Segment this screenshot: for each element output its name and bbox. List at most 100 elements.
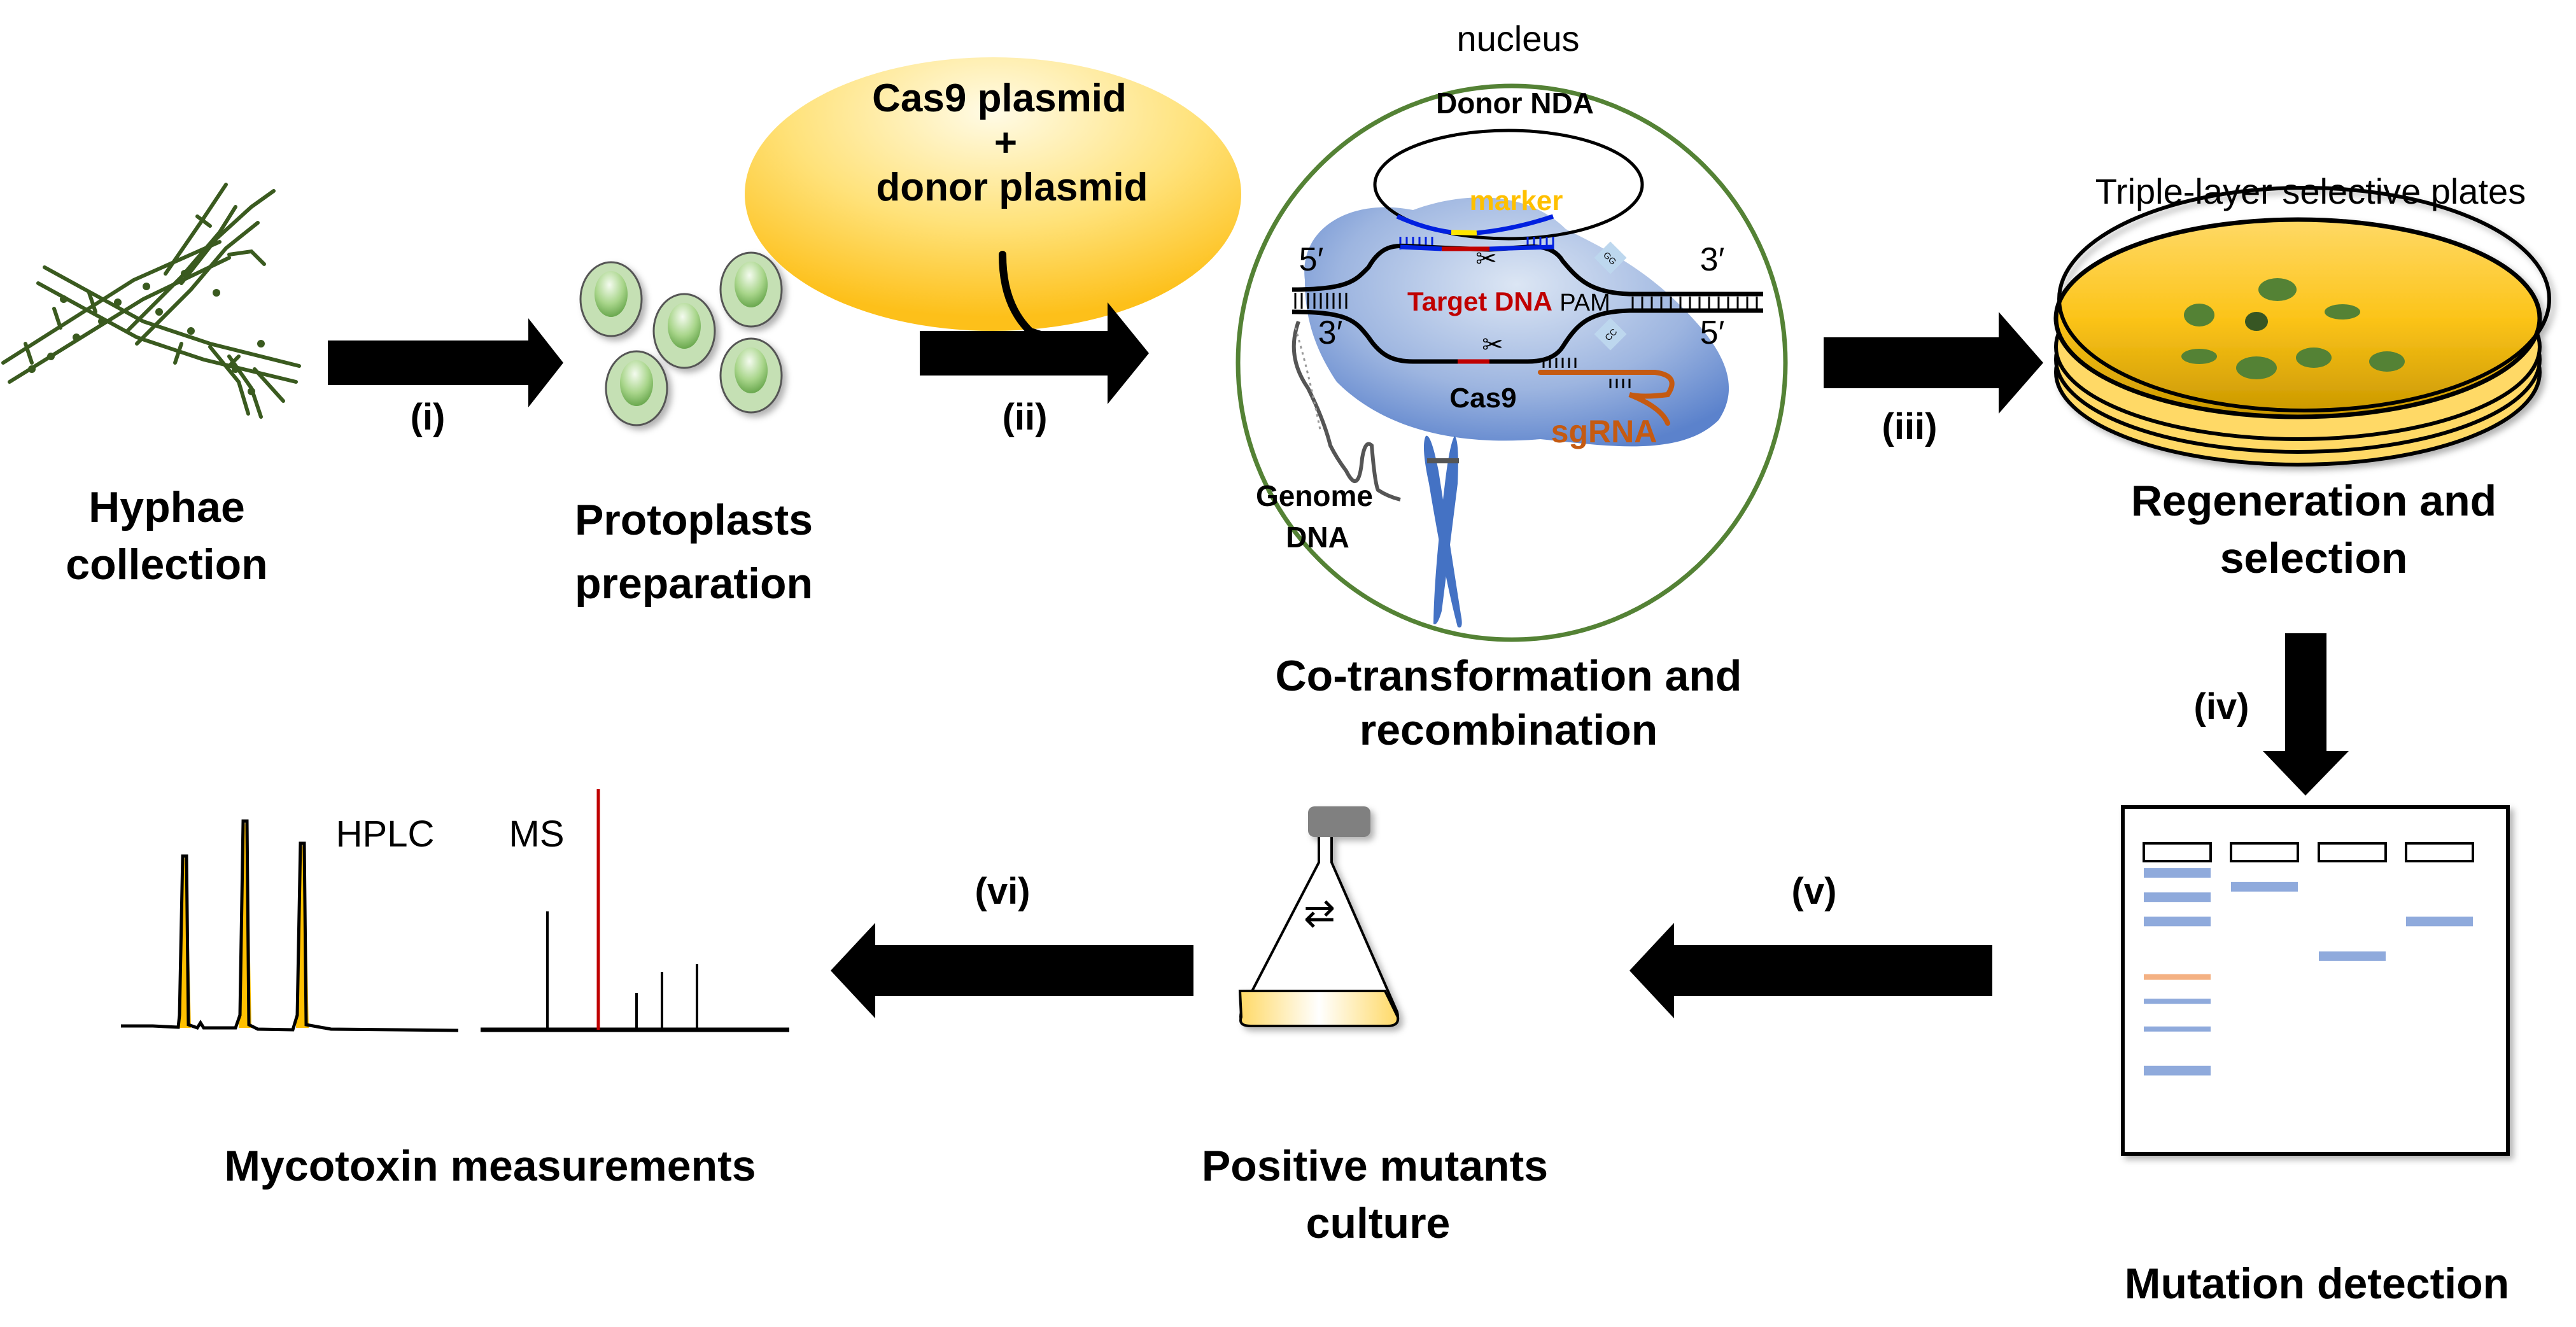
arrow-step-iii (1824, 312, 2043, 414)
protoplast-cell (605, 350, 668, 426)
stage-label-protoplasts-1: Protoplasts (575, 496, 813, 544)
chromosome (1423, 435, 1462, 628)
colony (2236, 356, 2277, 379)
gel-wells (2143, 842, 2474, 862)
stage-label-regeneration-1: Regeneration and (2131, 477, 2496, 525)
stage-label-hyphae-1: Hyphae (88, 483, 245, 531)
donor-plasmid-ring (1373, 129, 1644, 241)
stage-label-protoplasts-2: preparation (575, 559, 813, 608)
gel-electrophoresis (2121, 805, 2510, 1156)
gel-band (2319, 951, 2386, 961)
hplc-label: HPLC (336, 813, 435, 855)
plasmid-bubble: Cas9 plasmid + donor plasmid (745, 57, 1241, 331)
colony (2181, 349, 2217, 364)
arrow-step-vi (831, 923, 1193, 1018)
gel-band (2144, 974, 2211, 980)
donor-marker-segment (1451, 230, 1477, 235)
gel-band (2144, 868, 2211, 878)
colony (2258, 278, 2297, 301)
gel-band (2144, 999, 2211, 1004)
three-prime-bottom: 3′ (1318, 314, 1343, 351)
stage-label-culture-1: Positive mutants (1202, 1142, 1548, 1190)
three-prime-top: 3′ (1700, 241, 1725, 278)
gel-band (2406, 916, 2473, 927)
pam-label: PAM (1559, 290, 1610, 316)
colony (2245, 312, 2268, 331)
five-prime-top: 5′ (1299, 241, 1324, 278)
gel-band (2144, 1065, 2211, 1076)
colony (2296, 348, 2332, 368)
colony (2325, 304, 2360, 319)
gel-well (2405, 842, 2474, 862)
arrow-step-ii (920, 302, 1149, 404)
genome-dna-label-2: DNA (1286, 521, 1349, 554)
hplc-chromatogram (121, 819, 459, 1032)
marker-label: marker (1470, 185, 1563, 216)
sgrna-label: sgRNA (1551, 414, 1658, 449)
petri-plate (2053, 186, 2551, 467)
dna-base-pairs-left (1294, 293, 1348, 309)
plasmid-label-3: donor plasmid (876, 165, 1148, 209)
protoplasts-illustration (579, 251, 783, 426)
gel-bands (2144, 868, 2473, 1076)
ms-spectrum (481, 789, 789, 1032)
gel-band (2144, 916, 2211, 927)
hyphae-illustration (1, 183, 301, 419)
step-label-ii: (ii) (1003, 397, 1048, 438)
protoplast-cell (719, 337, 783, 414)
protoplast-cell (719, 251, 783, 328)
hyphae-nuclei (28, 248, 265, 395)
donor-dna-label: Donor NDA (1436, 87, 1594, 120)
step-label-i: (i) (411, 397, 446, 438)
ms-label: MS (509, 813, 565, 855)
arrow-step-v (1629, 923, 1992, 1018)
shaking-icon: ⇄ (1304, 891, 1335, 936)
sgrna-strand (1538, 370, 1675, 426)
gel-band (2144, 892, 2211, 902)
plate-title: Triple-layer selective plates (2095, 171, 2526, 211)
stage-label-regeneration-2: selection (2220, 534, 2408, 582)
stage-label-cotransformation-1: Co-transformation and (1276, 652, 1742, 700)
hplc-trace (121, 819, 459, 1032)
gel-band (2231, 881, 2298, 892)
stage-label-hyphae-2: collection (66, 540, 267, 589)
target-dna-label: Target DNA (1407, 286, 1552, 316)
five-prime-bottom: 5′ (1700, 314, 1725, 351)
colony (2369, 351, 2405, 372)
cas9-label: Cas9 (1449, 383, 1516, 414)
step-label-vi: (vi) (975, 871, 1031, 912)
stage-label-cotransformation-2: recombination (1360, 706, 1658, 754)
gel-well (2230, 842, 2299, 862)
gel-well (2318, 842, 2387, 862)
scissors-icon: ✂ (1482, 330, 1503, 360)
sgrna-base-pairs (1542, 358, 1631, 388)
stage-label-mutation: Mutation detection (2125, 1260, 2509, 1308)
gel-well (2143, 842, 2212, 862)
genome-dna-label-1: Genome (1256, 479, 1373, 512)
plasmid-label-1: Cas9 plasmid (872, 76, 1127, 120)
stage-label-mycotoxin: Mycotoxin measurements (224, 1142, 756, 1190)
fungal-colonies (2181, 278, 2405, 379)
arrow-step-iv (2263, 633, 2349, 796)
target-dna-top-homology (1400, 244, 1554, 251)
donor-homology-left (1396, 214, 1452, 235)
colony (2184, 304, 2214, 326)
stage-label-culture-2: culture (1306, 1199, 1451, 1247)
arrow-step-i (328, 318, 563, 407)
flask-cap (1308, 806, 1370, 837)
flask-culture (1238, 990, 1400, 1027)
step-label-iv: (iv) (2194, 686, 2249, 727)
step-label-v: (v) (1792, 871, 1837, 912)
step-label-iii: (iii) (1882, 406, 1938, 447)
protoplast-cell (579, 261, 643, 337)
scissors-icon: ✂ (1475, 244, 1497, 274)
culture-flask (1238, 806, 1400, 1027)
plasmid-label-2: + (994, 121, 1017, 165)
dna-base-pairs-right (1631, 297, 1758, 309)
genome-dna-strand (1292, 320, 1401, 502)
donor-homology-right (1476, 214, 1554, 235)
nucleus-title: nucleus (1456, 18, 1579, 59)
gel-band (2144, 1026, 2211, 1032)
protoplast-cell (652, 293, 716, 369)
